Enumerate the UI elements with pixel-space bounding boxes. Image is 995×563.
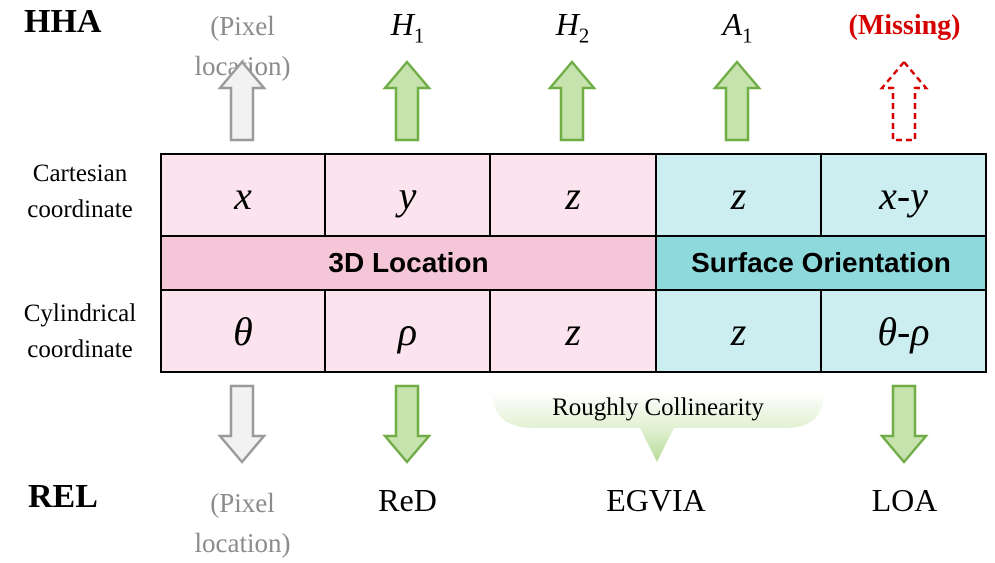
cylindrical-cell-theta: θ — [160, 289, 326, 373]
cartesian-cell-z: z — [489, 153, 657, 237]
cartesian-cell-x: x — [160, 153, 326, 237]
cylindrical-cell-theta-rho: θ-ρ — [820, 289, 987, 373]
arrows-layer — [217, 60, 929, 464]
top-label-h1: H1 — [390, 6, 425, 48]
cartesian-cell-y: y — [324, 153, 491, 237]
top-label-pixel-location: (Pixel location) — [195, 11, 291, 81]
cartesian-cell-xy: x-y — [820, 153, 987, 237]
top-label-missing: (Missing) — [848, 10, 961, 41]
down-arrow-gray — [217, 384, 267, 464]
cylindrical-label: Cylindrical coordinate — [23, 300, 137, 363]
band-surface-orientation: Surface Orientation — [655, 235, 987, 291]
band-3d-location: 3D Location — [160, 235, 657, 291]
top-label-h2: H2 — [555, 6, 590, 48]
cartesian-cell-z-orient: z — [655, 153, 822, 237]
up-arrow-h2 — [547, 60, 597, 142]
bottom-label-pixel-location: (Pixel location) — [194, 488, 291, 558]
down-arrow-red — [382, 384, 432, 464]
top-label-a1: A1 — [722, 6, 753, 48]
bottom-label-egvia: EGVIA — [606, 482, 706, 518]
up-arrow-h1 — [382, 60, 432, 142]
hha-row-label: HHA — [24, 3, 102, 40]
cylindrical-cell-rho: ρ — [324, 289, 491, 373]
up-arrow-a1 — [712, 60, 762, 142]
callout-text: Roughly Collinearity — [552, 394, 764, 421]
up-arrow-gray — [217, 60, 267, 142]
cylindrical-cell-z: z — [489, 289, 657, 373]
cartesian-label: Cartesian coordinate — [27, 160, 133, 223]
cylindrical-cell-z-orient: z — [655, 289, 822, 373]
callout-bubble — [492, 392, 824, 462]
bottom-label-loa: LOA — [871, 482, 938, 518]
up-arrow-missing — [879, 60, 929, 142]
rel-row-label: REL — [28, 478, 98, 515]
bottom-label-red: ReD — [378, 482, 437, 518]
down-arrow-loa — [879, 384, 929, 464]
